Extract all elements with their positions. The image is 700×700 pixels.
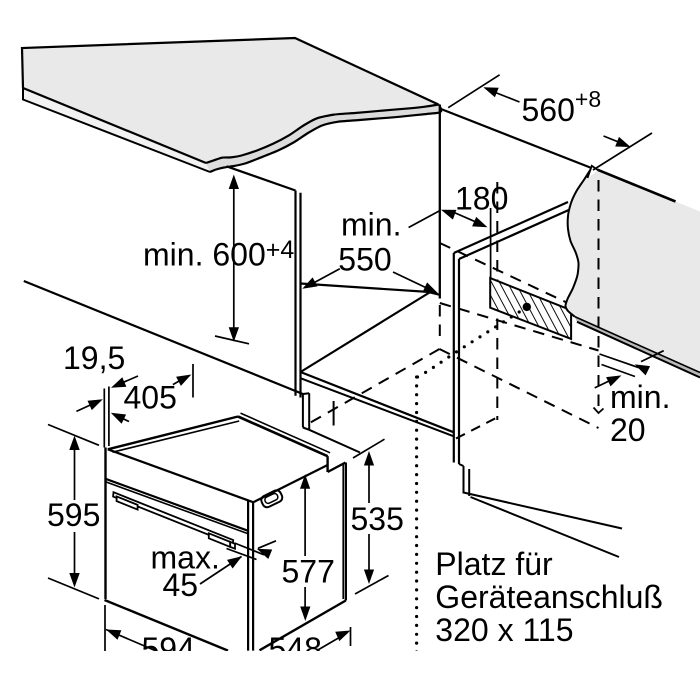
svg-text:20: 20 (610, 412, 646, 448)
svg-text:Platz für: Platz für (435, 546, 553, 582)
svg-text:405: 405 (124, 380, 177, 416)
svg-text:45: 45 (163, 567, 199, 603)
svg-text:Geräteanschluß: Geräteanschluß (435, 579, 663, 615)
svg-text:min.: min. (610, 379, 670, 415)
svg-text:595: 595 (47, 497, 100, 533)
svg-text:min.: min. (341, 207, 401, 243)
svg-text:577: 577 (282, 554, 335, 590)
svg-text:550: 550 (338, 242, 391, 278)
svg-text:180: 180 (455, 181, 508, 217)
svg-text:min. 600+4: min. 600+4 (143, 236, 294, 273)
svg-text:max.: max. (151, 540, 220, 576)
svg-text:535: 535 (351, 501, 404, 537)
svg-text:19,5: 19,5 (63, 340, 125, 376)
svg-text:320 x 115: 320 x 115 (435, 612, 573, 648)
